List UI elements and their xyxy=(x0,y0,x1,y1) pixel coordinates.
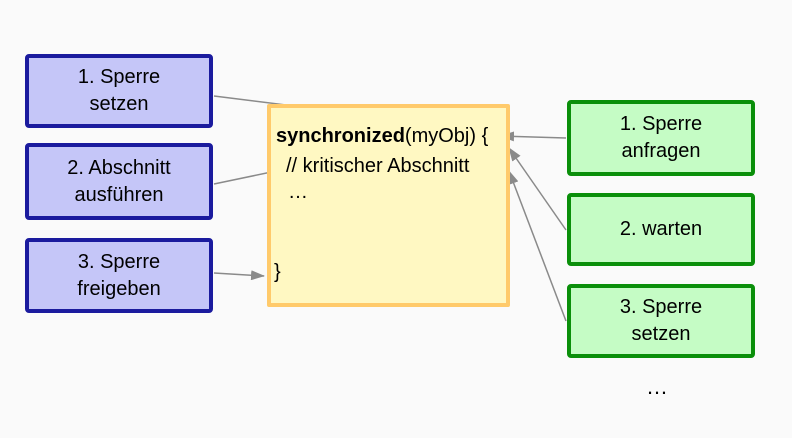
code-line-comment: // kritischer Abschnitt xyxy=(286,155,470,177)
code-line-closing-brace: } xyxy=(274,261,281,283)
step-box-sperre-setzen-2: 3. Sperre setzen xyxy=(567,284,755,358)
step-label-line: 1. Sperre xyxy=(77,66,161,88)
code-box: synchronized(myObj) { // kritischer Absc… xyxy=(267,104,510,307)
step-box-sperre-setzen: 1. Sperre setzen xyxy=(25,54,213,128)
code-signature: (myObj) { xyxy=(404,125,489,147)
step-box-sperre-anfragen: 1. Sperre anfragen xyxy=(567,100,755,176)
continuation-ellipsis: … xyxy=(646,374,668,399)
step-label-line: ausführen xyxy=(74,183,164,206)
step-label-line: anfragen xyxy=(621,140,701,162)
arrow-sperre-anfragen-to-code xyxy=(500,131,567,142)
step-box-warten: 2. warten xyxy=(567,193,755,266)
step-box-sperre-freigeben: 3. Sperre freigeben xyxy=(25,238,213,313)
step-label-line: setzen xyxy=(631,323,691,345)
step-label-line: freigeben xyxy=(77,277,161,300)
step-box-abschnitt-ausfuehren: 2. Abschnitt ausführen xyxy=(25,143,213,220)
step-label-line: 2. warten xyxy=(619,218,703,240)
step-label-line: 1. Sperre xyxy=(619,113,703,135)
step-label-line: 3. Sperre xyxy=(619,296,703,318)
step-label-line: 2. Abschnitt xyxy=(67,156,171,179)
code-line-ellipsis: … xyxy=(288,181,308,203)
code-keyword: synchronized xyxy=(276,125,405,147)
arrow-sperre-freigeben-to-brace xyxy=(213,270,265,281)
arrow-warten-to-code xyxy=(508,147,567,231)
step-label-line: setzen xyxy=(89,93,149,115)
arrow-sperre-setzen2-to-code xyxy=(508,170,567,322)
step-label-line: 3. Sperre xyxy=(77,250,161,273)
code-line-synchronized: synchronized(myObj) { xyxy=(276,124,488,149)
